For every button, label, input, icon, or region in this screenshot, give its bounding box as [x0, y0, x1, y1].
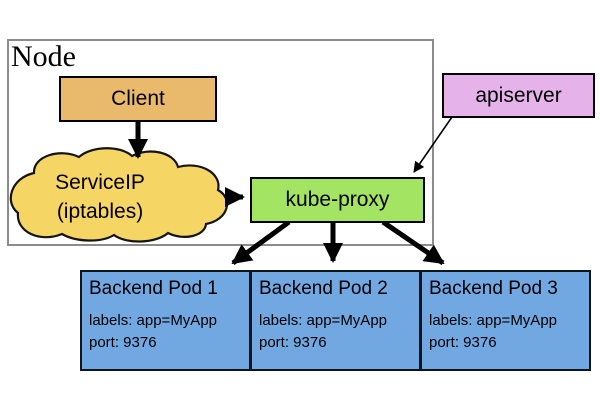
- kube-proxy-label: kube-proxy: [285, 188, 390, 211]
- pod-labels: labels: app=MyApp: [89, 312, 217, 329]
- pod-port: port: 9376: [429, 334, 497, 351]
- backend-pod-1-box: Backend Pod 1 labels: app=MyApp port: 93…: [80, 270, 251, 371]
- client-label: Client: [111, 87, 165, 110]
- client-box: Client: [59, 76, 217, 122]
- backend-pod-3-box: Backend Pod 3 labels: app=MyApp port: 93…: [420, 270, 591, 371]
- backend-pod-2-box: Backend Pod 2 labels: app=MyApp port: 93…: [250, 270, 421, 371]
- pod-title: Backend Pod 2: [259, 278, 388, 299]
- serviceip-line: ServiceIP: [55, 171, 145, 194]
- apiserver-label: apiserver: [475, 83, 562, 107]
- apiserver-box: apiserver: [442, 73, 595, 118]
- pod-port: port: 9376: [259, 334, 327, 351]
- iptables-line: (iptables): [56, 200, 144, 223]
- serviceip-cloud-label: ServiceIP (iptables): [20, 168, 180, 226]
- pod-title: Backend Pod 3: [429, 278, 558, 299]
- pod-port: port: 9376: [89, 334, 157, 351]
- node-label: Node: [11, 40, 76, 73]
- pod-title: Backend Pod 1: [89, 278, 218, 299]
- kube-proxy-box: kube-proxy: [250, 177, 425, 223]
- pod-labels: labels: app=MyApp: [259, 312, 387, 329]
- pod-labels: labels: app=MyApp: [429, 312, 557, 329]
